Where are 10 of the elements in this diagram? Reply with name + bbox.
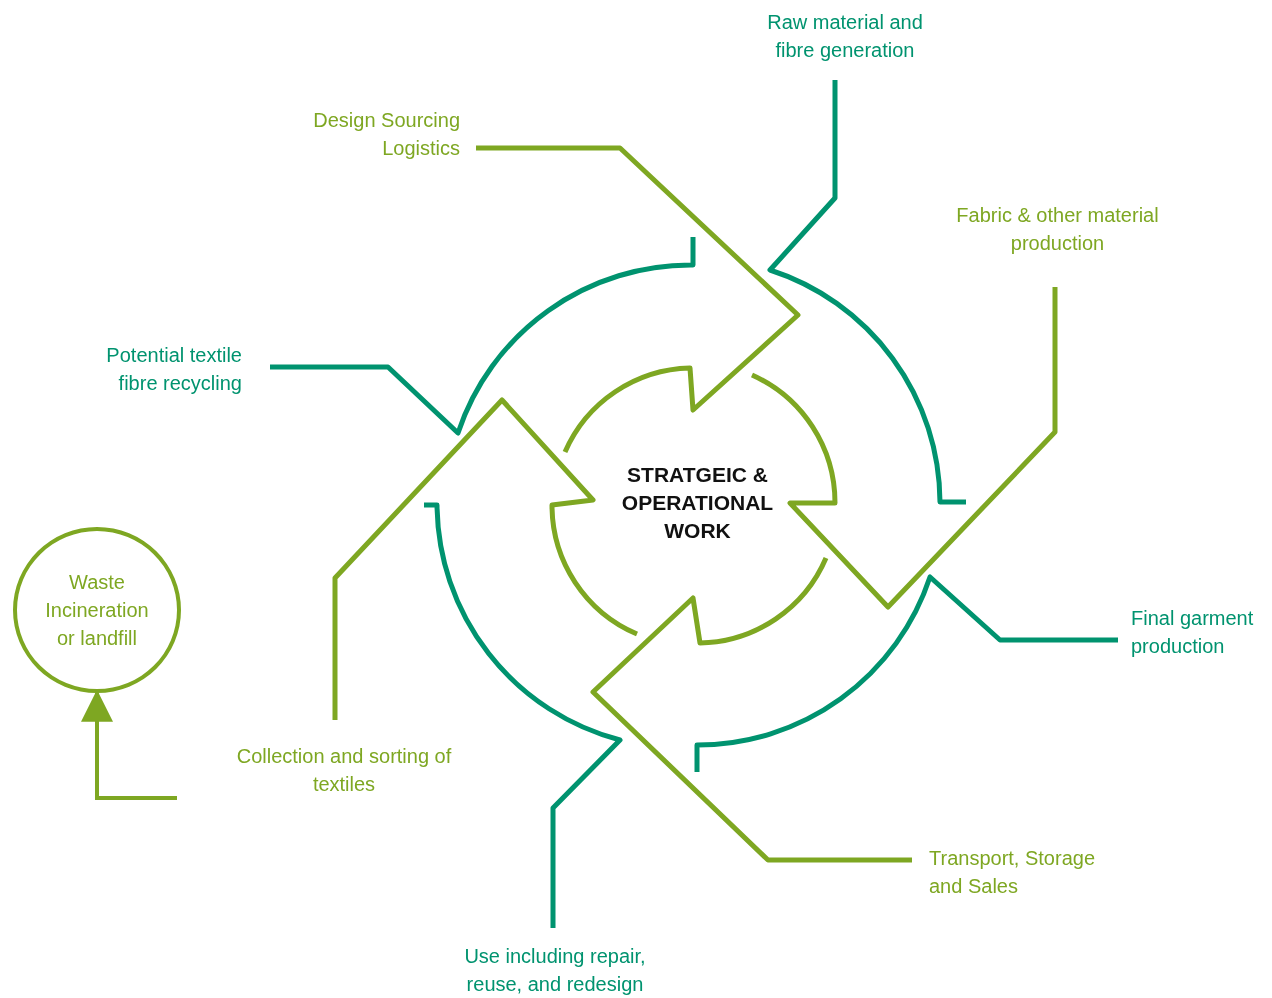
stage-label: Collection and sorting of textiles	[235, 742, 453, 798]
stage-circle: Waste Incineration or landfill	[13, 527, 181, 693]
stage-label: Raw material and fibre generation	[745, 8, 945, 64]
stage-label: Transport, Storage and Sales	[929, 844, 1129, 900]
stage-label: Fabric & other material production	[950, 201, 1165, 257]
center-title: STRATGEIC & OPERATIONAL WORK	[600, 461, 795, 545]
stage-label: Design Sourcing Logistics	[268, 106, 460, 162]
stage-label: Use including repair, reuse, and redesign	[450, 942, 660, 998]
stage-label: Final garment production	[1131, 604, 1269, 660]
stage-label: Potential textile fibre recycling	[72, 341, 242, 397]
